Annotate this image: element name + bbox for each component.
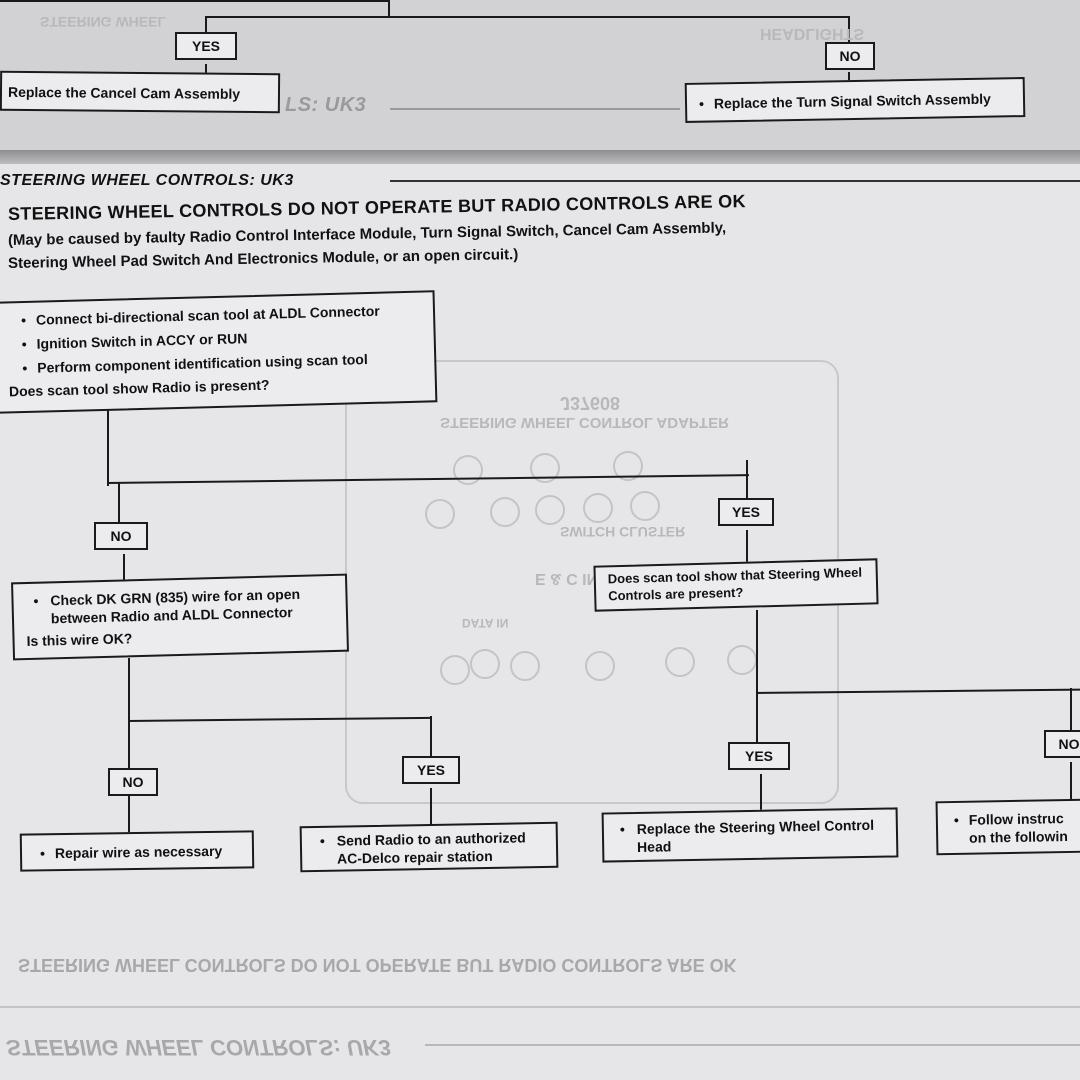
- bullet-dot: •: [619, 821, 625, 838]
- bleed-through-section-heading: STEERING WHEEL CONTROLS: UK3: [6, 1035, 391, 1060]
- repair-wire-box: Repair wire as necessary: [19, 830, 255, 872]
- bleed-adapter-title: STEERING WHEEL CONTROL ADAPTER: [440, 414, 729, 431]
- yes-label-2: YES: [402, 756, 460, 784]
- flow-line: [848, 72, 850, 82]
- bleed-through-text: HEADLIGHTS: [760, 25, 864, 42]
- section-heading: STEERING WHEEL CONTROLS: UK3: [0, 172, 294, 189]
- flow-line: [760, 774, 762, 810]
- cancel-cam-box: Replace the Cancel Cam Assembly: [0, 70, 281, 114]
- step1-bullet-2: Ignition Switch in ACCY or RUN: [21, 325, 423, 354]
- check-wire-box: • Check DK GRN (835) wire for an open be…: [11, 573, 349, 661]
- flow-line: [128, 658, 130, 836]
- bullet-dot: •: [33, 592, 39, 609]
- manual-page: STEERING WHEEL CONTROLS: UK3 STEERING WH…: [0, 164, 1080, 1080]
- flow-line: [756, 610, 758, 746]
- flow-line: [746, 460, 748, 500]
- bleed-through-heading: STEERING WHEEL CONTROLS DO NOT OPERATE B…: [18, 955, 737, 975]
- bleed-adapter-label: J37608: [560, 393, 621, 413]
- flow-line: [848, 16, 850, 44]
- flow-line: [0, 0, 390, 2]
- flow-line: [118, 482, 120, 524]
- yes-label: YES: [718, 498, 774, 526]
- page-fold-shadow: [0, 150, 1080, 164]
- send-radio-text: Send Radio to an authorized AC-Delco rep…: [336, 829, 526, 867]
- bleed-connector-circles: [425, 451, 757, 685]
- flow-line: [1070, 688, 1072, 734]
- bullet-dot: •: [319, 832, 325, 849]
- flow-line: [430, 788, 432, 828]
- flow-line: [746, 530, 748, 562]
- bottom-heading-rule: [425, 1044, 1080, 1046]
- bleed-through-text: STEERING WHEEL: [40, 14, 167, 30]
- flow-line: [123, 554, 125, 582]
- bullet-dot: •: [953, 811, 959, 828]
- check-wire-question: Is this wire OK?: [26, 630, 133, 650]
- heading-rule: [390, 108, 680, 110]
- follow-instructions-box: • Follow instruc on the followin: [935, 798, 1080, 856]
- follow-instructions-line-1: Follow instruc: [968, 810, 1064, 828]
- yes-label: YES: [175, 32, 237, 60]
- no-label: NO: [94, 522, 148, 550]
- step1-bullet-1: Connect bi-directional scan tool at ALDL…: [21, 301, 423, 330]
- no-label: NO: [825, 42, 875, 70]
- flow-line: [205, 16, 207, 34]
- check-wire-row: • Check DK GRN (835) wire for an open be…: [33, 584, 334, 628]
- send-radio-box: • Send Radio to an authorized AC-Delco r…: [299, 821, 559, 873]
- step1-box: Connect bi-directional scan tool at ALDL…: [0, 290, 438, 414]
- steering-controls-question-box: Does scan tool show that Steering Wheel …: [593, 558, 879, 612]
- no-label-2: NO: [108, 768, 158, 796]
- bottom-rule: [0, 1006, 1080, 1008]
- no-label-2: NO: [1044, 730, 1080, 758]
- turn-signal-text: Replace the Turn Signal Switch Assembly: [699, 91, 991, 112]
- flow-line: [1070, 762, 1072, 802]
- replace-control-head-box: • Replace the Steering Wheel Control Hea…: [601, 807, 899, 863]
- previous-section-heading: LS: UK3: [285, 94, 367, 116]
- replace-control-head-row: • Replace the Steering Wheel Control Hea…: [616, 816, 885, 857]
- yes-label-2: YES: [728, 742, 790, 770]
- turn-signal-box: Replace the Turn Signal Switch Assembly: [684, 77, 1026, 123]
- previous-page: YES NO Replace the Cancel Cam Assembly R…: [0, 0, 1080, 150]
- flow-line: [205, 16, 850, 18]
- repair-wire-text: Repair wire as necessary: [40, 843, 222, 862]
- send-radio-row: • Send Radio to an authorized AC-Delco r…: [312, 828, 547, 868]
- heading-rule: [390, 180, 1080, 182]
- check-wire-text: Check DK GRN (835) wire for an open betw…: [50, 585, 301, 627]
- flow-line: [388, 0, 390, 18]
- follow-instructions-text: Follow instruc on the followin: [969, 809, 1068, 847]
- flow-line: [430, 716, 432, 760]
- flow-line: [107, 410, 109, 486]
- flow-line: [205, 64, 207, 76]
- follow-instructions-row: • Follow instruc on the followin: [950, 809, 1073, 847]
- replace-control-head-text: Replace the Steering Wheel Control Head: [636, 816, 875, 856]
- follow-instructions-line-2: on the followin: [968, 828, 1068, 846]
